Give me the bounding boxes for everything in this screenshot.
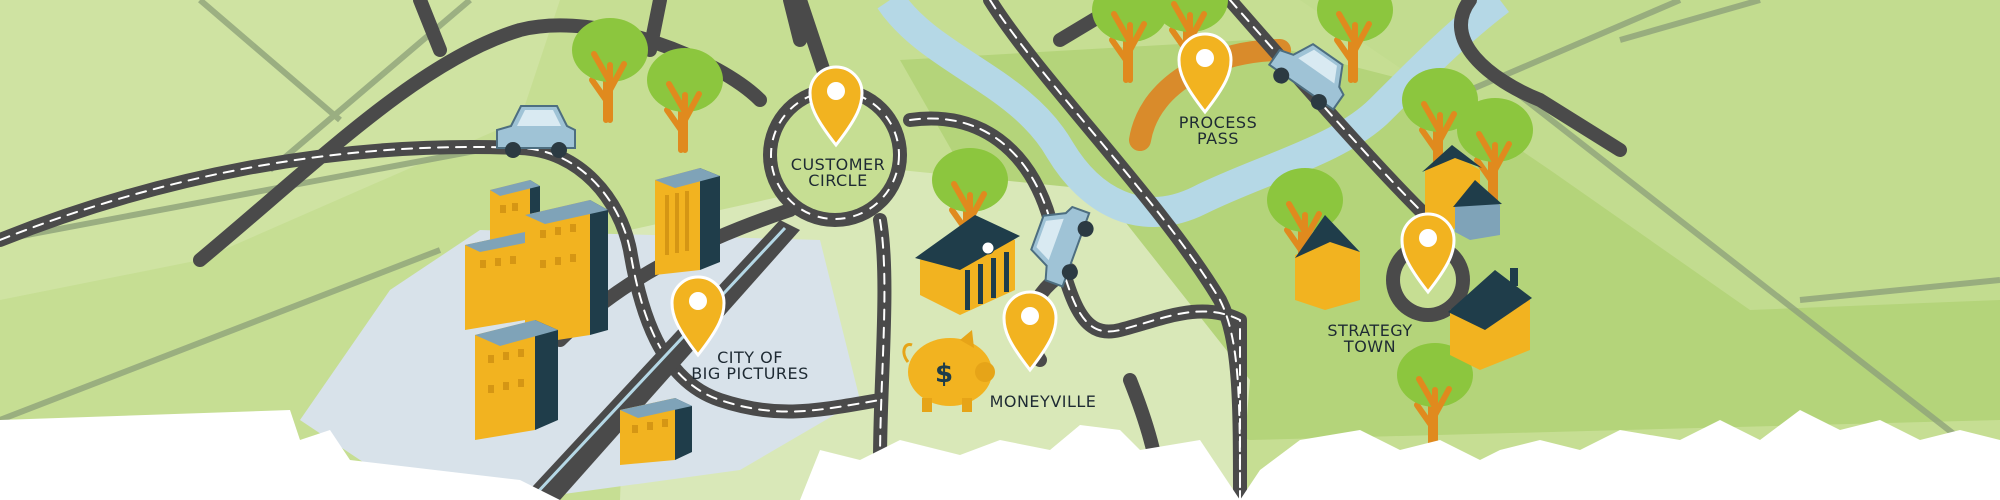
svg-text:STRATEGY: STRATEGY: [1327, 321, 1412, 340]
city-buildings: [465, 168, 720, 465]
location-label-moneyville: MONEYVILLE: [990, 392, 1097, 411]
torn-paper-edge: [800, 425, 1240, 500]
torn-paper-edge: [0, 410, 560, 500]
location-label-customer-circle: CUSTOMER CIRCLE: [791, 155, 885, 190]
location-label-city-big-pictures: CITY OF BIG PICTURES: [691, 348, 809, 383]
svg-text:TOWN: TOWN: [1343, 337, 1396, 356]
location-label-process-pass: PROCESS PASS: [1179, 113, 1257, 148]
location-label-strategy-town: STRATEGY TOWN: [1327, 321, 1412, 356]
svg-text:PROCESS: PROCESS: [1179, 113, 1257, 132]
svg-text:CIRCLE: CIRCLE: [808, 171, 867, 190]
svg-text:PASS: PASS: [1197, 129, 1239, 148]
svg-text:CITY OF: CITY OF: [717, 348, 783, 367]
house-icon: [1295, 145, 1532, 370]
piggy-bank-icon: $: [902, 330, 995, 412]
svg-text:MONEYVILLE: MONEYVILLE: [990, 392, 1097, 411]
svg-text:CUSTOMER: CUSTOMER: [791, 155, 885, 174]
svg-text:BIG PICTURES: BIG PICTURES: [691, 364, 809, 383]
dollar-sign: $: [935, 359, 953, 389]
torn-paper-edge: [1240, 410, 2000, 500]
bank-building-icon: [915, 215, 1020, 315]
